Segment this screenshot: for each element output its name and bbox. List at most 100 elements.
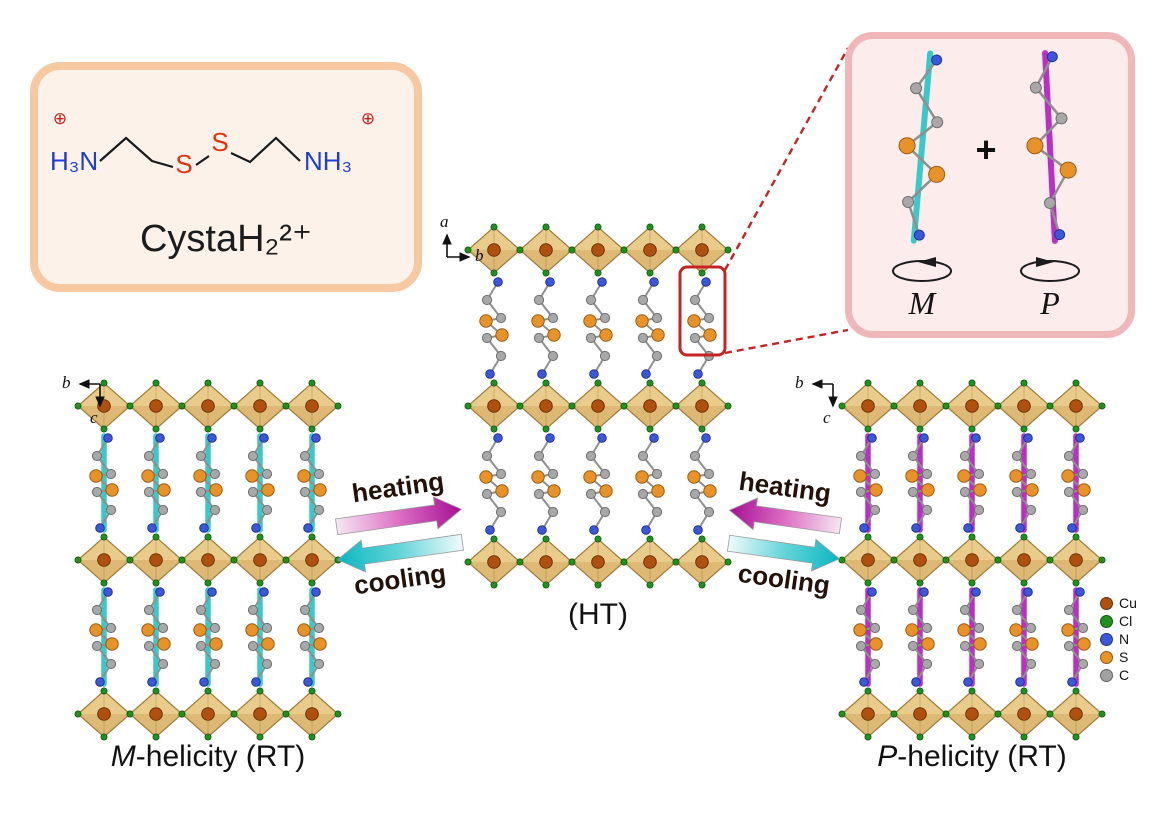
- cystamine-structure: ⊕ H₃N S S NH₃ ⊕: [50, 109, 375, 179]
- charge-plus-icon-left: ⊕: [53, 109, 67, 128]
- ht-structure: [464, 223, 732, 589]
- ht-label: (HT): [568, 598, 628, 631]
- legend-label: Cu: [1119, 595, 1137, 611]
- m-helicity-rest: -helicity (RT): [135, 740, 306, 773]
- organic-chain: [141, 433, 171, 533]
- sulfur-left: S: [175, 149, 192, 179]
- axis-c-p: c: [823, 408, 831, 427]
- axis-a-ht: a: [440, 212, 449, 231]
- organic-chain: [635, 433, 665, 535]
- p-helicity-rest: -helicity (RT): [897, 740, 1067, 773]
- octahedra-row: [464, 379, 732, 433]
- c-atom-dot: [1100, 668, 1113, 682]
- disulfide-bond: [195, 155, 210, 166]
- cl-atom-dot: [1100, 614, 1113, 628]
- m-helicity-structure: [74, 379, 342, 741]
- octahedra-row: [838, 533, 1106, 587]
- s-atom-dot: [1100, 650, 1113, 664]
- cation-name: CystaH₂²⁺: [139, 218, 313, 260]
- axis-b-p: b: [795, 373, 804, 392]
- callout-line-bottom: [724, 328, 849, 355]
- octahedra-row: [74, 687, 342, 741]
- amine-left: H₃N: [50, 146, 98, 176]
- p-chirality-label: P: [1040, 285, 1060, 321]
- bond-right: [230, 136, 301, 164]
- p-helicity-prefix: P: [877, 740, 898, 773]
- sulfur-right: S: [211, 127, 228, 157]
- legend-label: S: [1119, 649, 1129, 665]
- n-atom-dot: [1100, 632, 1113, 646]
- organic-chain: [905, 587, 935, 687]
- axis-c-m: c: [90, 408, 98, 427]
- organic-chain: [297, 587, 327, 687]
- m-chirality-label: M: [908, 285, 936, 321]
- helix-graphics: [892, 50, 1080, 282]
- organic-chain: [193, 587, 223, 687]
- rotation-arrow-p: [1020, 257, 1080, 282]
- legend-item-n: N: [1100, 630, 1137, 648]
- organic-chain: [141, 587, 171, 687]
- octahedra-row: [74, 379, 342, 433]
- helix-inset: M P +: [845, 32, 1135, 338]
- organic-chain: [635, 277, 665, 379]
- m-helix: [898, 50, 946, 244]
- organic-chain: [853, 433, 883, 533]
- plus-sign: +: [975, 129, 997, 170]
- axis-b-m: b: [62, 373, 71, 392]
- axis-b-ht: b: [475, 246, 484, 265]
- organic-chain: [957, 587, 987, 687]
- octahedra-row: [464, 223, 732, 277]
- organic-chain: [1061, 433, 1091, 533]
- organic-chain: [687, 277, 717, 379]
- m-helicity-label: M-helicity (RT): [78, 740, 338, 774]
- organic-chain: [245, 587, 275, 687]
- axes-p: [811, 379, 838, 408]
- organic-chain: [853, 587, 883, 687]
- organic-chain: [531, 433, 561, 535]
- organic-chain: [905, 433, 935, 533]
- organic-chain: [479, 277, 509, 379]
- p-helicity-label: P-helicity (RT): [842, 740, 1102, 774]
- organic-chain: [531, 277, 561, 379]
- octahedra-row: [838, 687, 1106, 741]
- amine-right: NH₃: [304, 146, 352, 176]
- organic-chain: [193, 433, 223, 533]
- axes-m: [78, 379, 105, 408]
- organic-chain: [479, 433, 509, 535]
- cooling-arrow-right: [726, 534, 841, 572]
- overlays: [78, 47, 850, 408]
- octahedra-row: [838, 379, 1106, 433]
- heating-arrow-left: [335, 496, 463, 536]
- callout-line-top: [723, 47, 850, 271]
- legend-item-cl: Cl: [1100, 612, 1137, 630]
- crystal-structures: [74, 223, 1106, 741]
- organic-chain: [297, 433, 327, 533]
- highlight-box: [678, 265, 727, 357]
- bond-left: [99, 136, 174, 169]
- organic-chain: [1009, 587, 1039, 687]
- legend-label: C: [1119, 667, 1130, 683]
- organic-chain: [583, 277, 613, 379]
- charge-plus-icon-right: ⊕: [361, 109, 375, 128]
- cystamine-box: ⊕ H₃N S S NH₃ ⊕ CystaH₂²⁺: [30, 62, 422, 292]
- cu-atom-dot: [1100, 596, 1113, 610]
- legend-item-c: C: [1100, 666, 1137, 684]
- rotation-arrow-m: [892, 257, 952, 282]
- octahedra-row: [464, 535, 732, 589]
- organic-chain: [957, 433, 987, 533]
- cooling-arrow-left: [336, 533, 464, 573]
- organic-chain: [687, 433, 717, 535]
- heating-arrow-right: [728, 497, 843, 535]
- p-helicity-structure: [838, 379, 1106, 741]
- process-arrows: [335, 496, 843, 573]
- organic-chain: [89, 433, 119, 533]
- octahedra-row: [74, 533, 342, 587]
- m-helicity-prefix: M: [110, 740, 136, 773]
- axes-ht: [442, 233, 471, 262]
- legend-item-s: S: [1100, 648, 1137, 666]
- organic-chain: [583, 433, 613, 535]
- organic-chain: [89, 587, 119, 687]
